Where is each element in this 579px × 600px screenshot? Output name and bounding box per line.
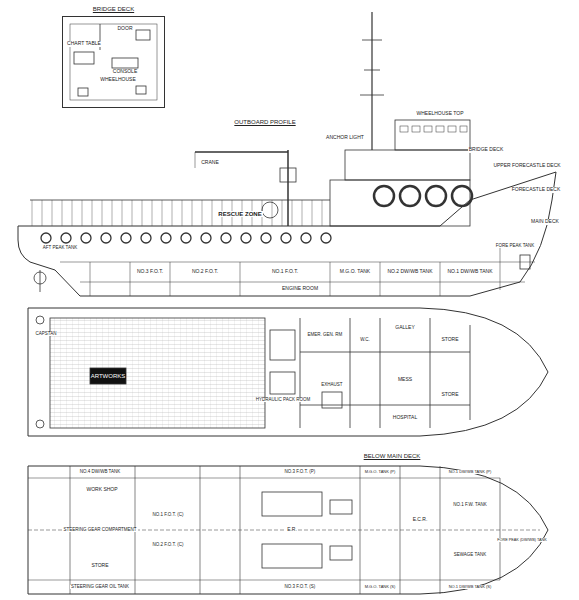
compartment-label: BELOW MAIN DECK <box>363 453 422 460</box>
compartment-label: EXHAUST <box>320 383 343 388</box>
compartment-label: NO.1 F.O.T. <box>271 269 299 275</box>
compartment-label: E.C.R. <box>412 517 429 523</box>
view-heading: BRIDGE DECK <box>92 6 135 12</box>
main-deck-plan <box>28 308 548 436</box>
compartment-label: M.G.O. TANK (P) <box>364 470 397 474</box>
compartment-label: NO.1 F.O.T. (C) <box>151 513 184 518</box>
compartment-label: WHEELHOUSE TOP <box>415 111 464 117</box>
compartment-label: FORECASTLE DECK <box>511 187 562 193</box>
compartment-label: HYDRAULIC PACK ROOM <box>255 398 311 403</box>
compartment-label: NO.3 F.O.T. <box>136 269 164 275</box>
bridge-deck-inset: BRIDGE DECK <box>62 16 165 108</box>
compartment-label: CAPSTAN <box>35 332 58 337</box>
compartment-label: STORE <box>90 563 109 569</box>
compartment-label: STEERING GEAR COMPARTMENT <box>62 528 137 533</box>
compartment-label: M.G.O. TANK (S) <box>364 585 397 589</box>
compartment-label: W.C. <box>359 338 371 343</box>
compartment-label: BRIDGE DECK <box>468 147 504 153</box>
bridge-deck-plan <box>70 24 157 100</box>
compartment-label: CHART TABLE <box>66 41 102 47</box>
compartment-label: FORE PEAK (DW/WB) TANK <box>496 538 548 542</box>
compartment-label: NO.2 F.O.T. (C) <box>151 543 184 548</box>
compartment-label: MAIN DECK <box>530 219 560 225</box>
compartment-label: STEERING GEAR OIL TANK <box>70 585 130 590</box>
compartment-label: NO.1 DW/WB TANK (P) <box>448 470 493 474</box>
compartment-label: NO.4 DW/WB TANK <box>79 470 122 475</box>
compartment-label: EMER. GEN. RM <box>307 333 344 338</box>
compartment-label: MESS <box>397 377 413 383</box>
compartment-label: M.G.O. TANK <box>339 269 371 275</box>
compartment-label: NO.3 F.O.T. (P) <box>284 470 317 475</box>
compartment-label: WORK SHOP <box>85 487 118 493</box>
compartment-label: SEWAGE TANK <box>453 553 487 558</box>
compartment-label: CONSOLE <box>112 69 138 75</box>
compartment-label: NO.2 DW/WB TANK <box>386 269 433 275</box>
compartment-label: NO.1 DW/WB TANK <box>446 269 493 275</box>
compartment-label: AFT PEAK TANK <box>42 246 79 251</box>
compartment-label: NO.3 F.O.T. (S) <box>284 585 317 590</box>
compartment-label: NO.1 DW/WB TANK (S) <box>448 585 493 589</box>
compartment-label: ANCHOR LIGHT <box>325 135 365 141</box>
compartment-label: UPPER FORECASTLE DECK <box>492 163 561 169</box>
compartment-label: NO.2 F.O.T. <box>191 269 219 275</box>
compartment-label: FORE PEAK TANK <box>495 244 536 249</box>
compartment-label: STORE <box>440 392 459 398</box>
compartment-label: ENGINE ROOM <box>281 286 319 292</box>
compartment-label: STORE <box>440 337 459 343</box>
compartment-label: OUTBOARD PROFILE <box>233 119 296 126</box>
compartment-label: GALLEY <box>394 325 415 331</box>
compartment-label: RESCUE ZONE <box>217 211 262 218</box>
compartment-label: NO.1 F.W. TANK <box>452 503 487 508</box>
below-main-deck-plan <box>28 466 548 594</box>
compartment-label: E.R. <box>286 527 298 533</box>
compartment-label: HOSPITAL <box>392 415 418 421</box>
compartment-label: CRANE <box>200 160 220 166</box>
outboard-profile <box>18 12 556 296</box>
compartment-label: WHEELHOUSE <box>99 77 137 83</box>
compartment-label: ARTWORKS <box>90 373 127 380</box>
compartment-label: DOOR <box>117 26 134 32</box>
